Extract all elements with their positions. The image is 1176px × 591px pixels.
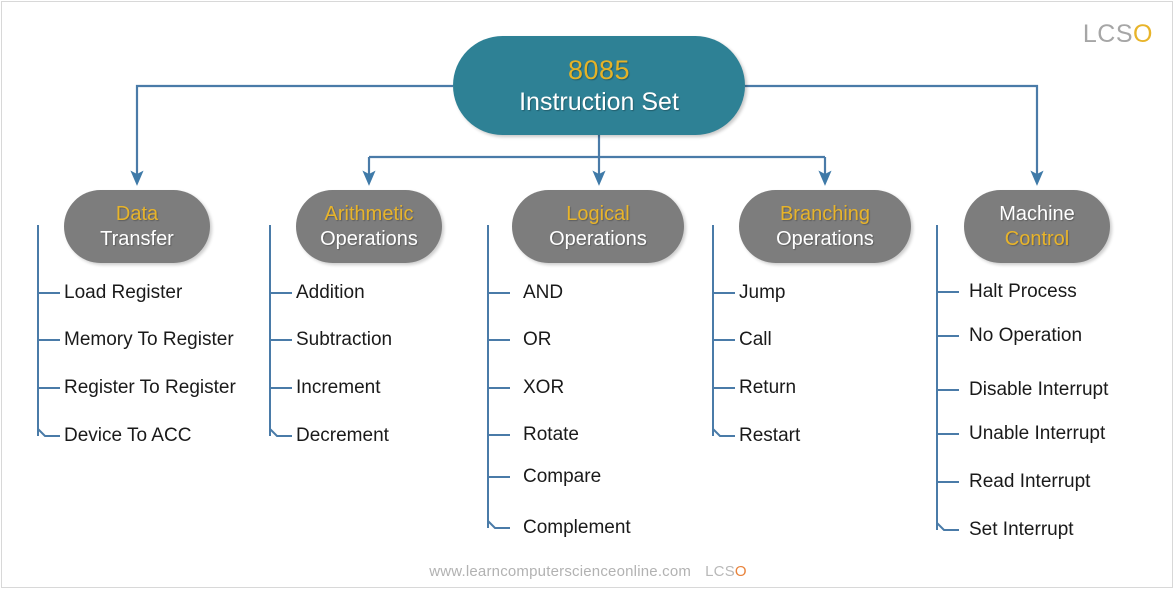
leaf-item-data-transfer-3[interactable]: Register To Register: [64, 377, 236, 398]
leaf-item-machine-control-5[interactable]: Read Interrupt: [969, 471, 1091, 492]
leaf-item-arithmetic-3[interactable]: Increment: [296, 377, 381, 398]
category-label-line1: Branching: [779, 202, 871, 225]
category-node-branching-operations[interactable]: Branching Operations: [739, 190, 911, 263]
leaf-item-data-transfer-2[interactable]: Memory To Register: [64, 329, 234, 350]
leaf-item-arithmetic-2[interactable]: Subtraction: [296, 329, 393, 350]
root-title-line2: Instruction Set: [519, 87, 679, 116]
category-label-line1: Machine: [999, 202, 1075, 225]
leaf-item-machine-control-6[interactable]: Set Interrupt: [969, 519, 1074, 540]
category-node-machine-control[interactable]: Machine Control: [964, 190, 1110, 263]
category-label-line2: Operations: [320, 227, 418, 250]
footer-brand-lcs: LCS: [705, 563, 735, 580]
leaf-item-machine-control-3[interactable]: Disable Interrupt: [969, 379, 1109, 400]
leaf-item-data-transfer-4[interactable]: Device To ACC: [64, 425, 192, 446]
category-label-line2: Control: [1004, 227, 1070, 250]
leaf-item-machine-control-1[interactable]: Halt Process: [969, 281, 1077, 302]
category-node-logical-operations[interactable]: Logical Operations: [512, 190, 684, 263]
leaf-item-logical-2[interactable]: OR: [523, 329, 552, 350]
category-label-line2: Operations: [776, 227, 874, 250]
leaf-item-branching-1[interactable]: Jump: [739, 282, 786, 303]
leaf-item-logical-1[interactable]: AND: [523, 282, 564, 303]
leaf-item-machine-control-4[interactable]: Unable Interrupt: [969, 423, 1106, 444]
footer-url: www.learncomputerscienceonline.com: [429, 563, 692, 580]
watermark-logo-o: O: [1133, 20, 1153, 48]
leaf-item-branching-3[interactable]: Return: [739, 377, 797, 398]
leaf-item-logical-4[interactable]: Rotate: [523, 424, 579, 445]
root-title-line1: 8085: [567, 54, 631, 85]
category-label-line2: Operations: [549, 227, 647, 250]
leaf-item-machine-control-2[interactable]: No Operation: [969, 325, 1083, 346]
watermark-logo-top: LCSO: [1083, 20, 1153, 49]
watermark-logo-lcs: LCS: [1082, 20, 1134, 48]
leaf-item-logical-6[interactable]: Complement: [523, 517, 631, 538]
footer-brand-o: O: [734, 563, 747, 580]
leaf-item-logical-5[interactable]: Compare: [523, 466, 602, 487]
footer-attribution: www.learncomputerscienceonline.com LCSO: [0, 563, 1176, 580]
root-node-instruction-set[interactable]: 8085 Instruction Set: [453, 36, 745, 135]
leaf-item-arithmetic-1[interactable]: Addition: [296, 282, 365, 303]
category-label-line1: Arithmetic: [324, 202, 414, 225]
category-label-line1: Logical: [566, 202, 630, 225]
category-label-line1: Data: [115, 202, 159, 225]
leaf-item-branching-2[interactable]: Call: [739, 329, 772, 350]
category-label-line2: Transfer: [100, 227, 174, 250]
leaf-item-logical-3[interactable]: XOR: [523, 377, 565, 398]
category-node-data-transfer[interactable]: Data Transfer: [64, 190, 210, 263]
category-node-arithmetic-operations[interactable]: Arithmetic Operations: [296, 190, 442, 263]
leaf-item-arithmetic-4[interactable]: Decrement: [296, 425, 389, 446]
leaf-item-branching-4[interactable]: Restart: [739, 425, 801, 446]
leaf-item-data-transfer-1[interactable]: Load Register: [64, 282, 183, 303]
